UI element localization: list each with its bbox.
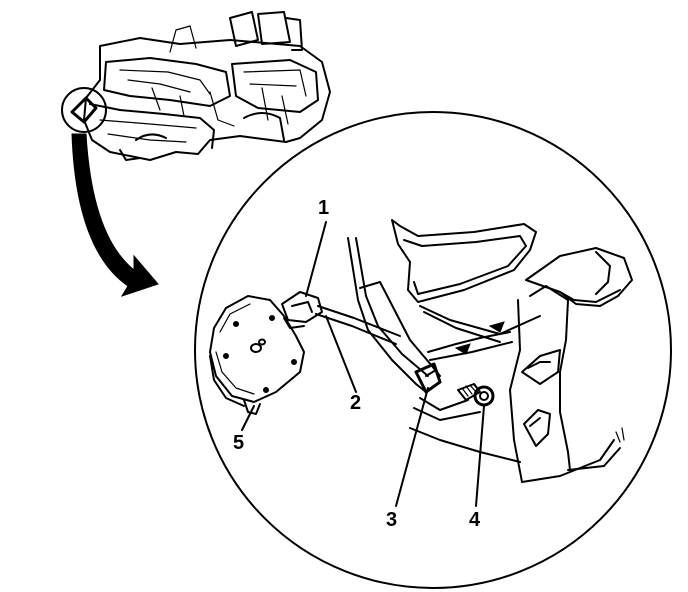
callout-1: 1 <box>318 197 330 219</box>
detail-location-circle <box>61 87 107 133</box>
callout-5: 5 <box>233 432 245 454</box>
callout-4: 4 <box>469 509 481 531</box>
callout-2: 2 <box>350 392 362 414</box>
detail-contents <box>209 219 633 507</box>
pointer-arrow <box>71 133 159 297</box>
detail-view-circle <box>194 111 672 589</box>
body-panel <box>391 219 541 463</box>
bracket-bar <box>347 237 442 394</box>
side-structure <box>509 247 633 483</box>
vehicle-overview <box>61 11 331 161</box>
connector-housing <box>281 291 323 329</box>
leader-lines <box>241 221 485 507</box>
module-plate <box>209 295 305 415</box>
callout-3: 3 <box>386 509 398 531</box>
